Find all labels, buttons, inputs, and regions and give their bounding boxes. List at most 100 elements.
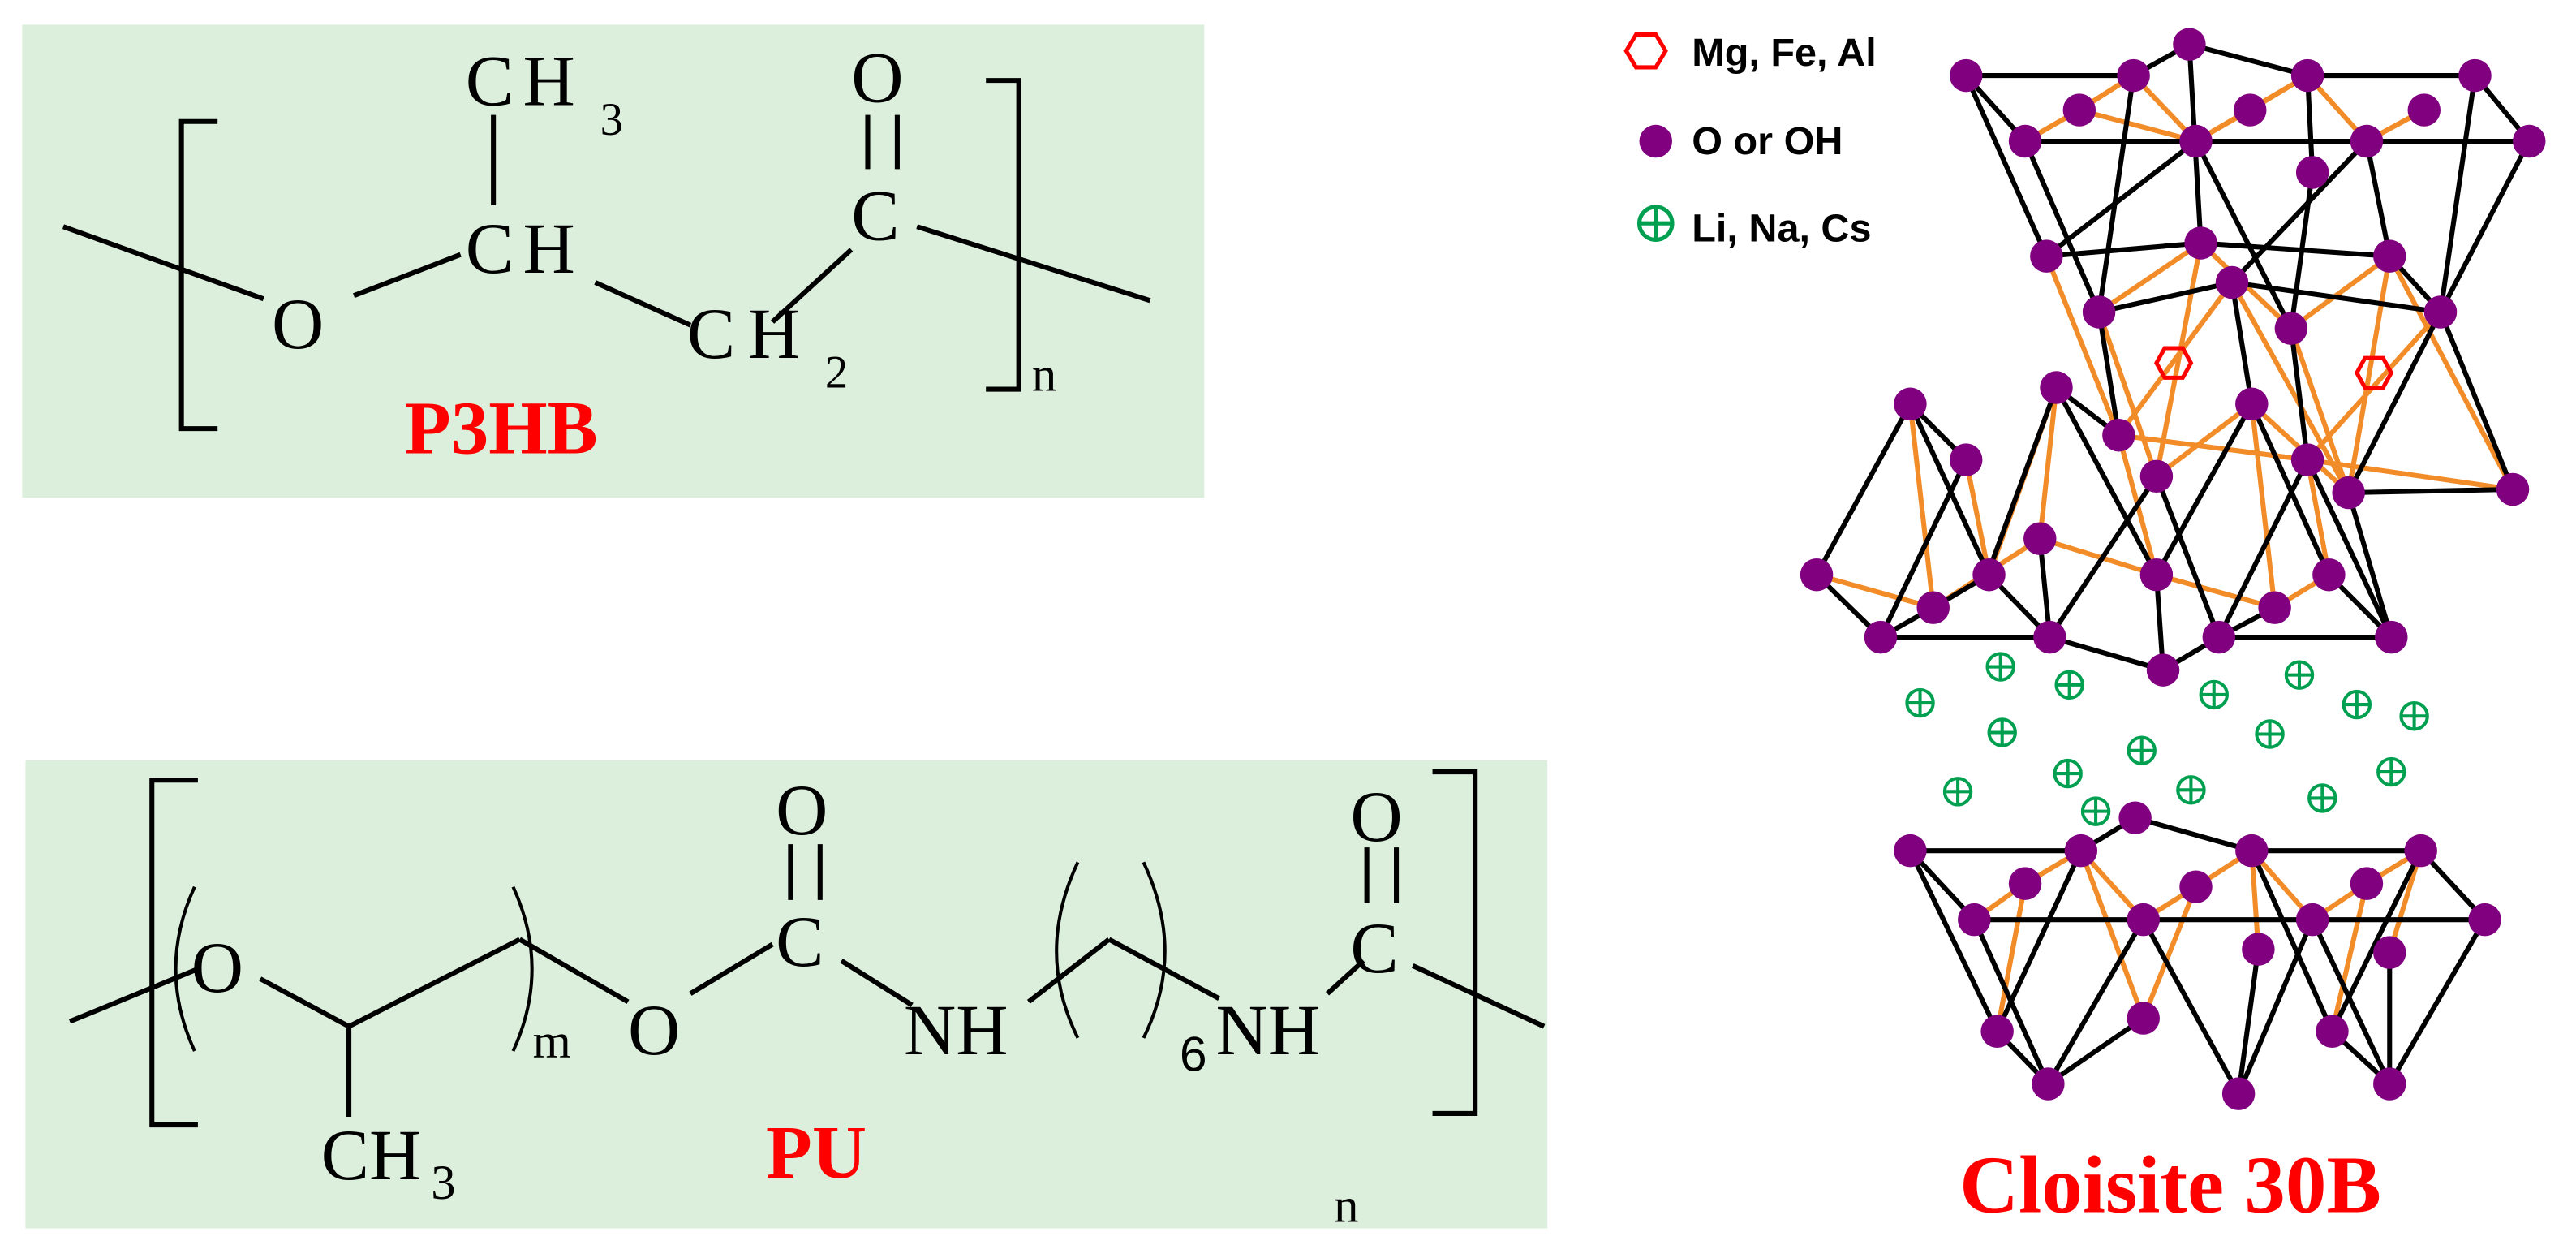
oxygen-dot-icon bbox=[2023, 522, 2057, 555]
p3hb-ch2-h: H bbox=[748, 295, 800, 374]
pu-left-bracket bbox=[149, 778, 198, 1128]
clay-metal-sites bbox=[2154, 346, 2394, 390]
oxygen-dot-icon bbox=[2235, 834, 2269, 868]
oxygen-dot-icon bbox=[2407, 93, 2441, 127]
oxygen-dot-icon bbox=[2030, 239, 2063, 273]
oxygen-dot-icon bbox=[2221, 1077, 2256, 1110]
oxygen-dot-icon bbox=[2215, 265, 2249, 299]
pu-nh-2: NH bbox=[1215, 991, 1320, 1071]
oxygen-dot-icon bbox=[2513, 124, 2546, 158]
cation-circle-plus-icon bbox=[2255, 719, 2285, 749]
oxygen-dot-icon bbox=[2350, 867, 2384, 900]
clay-label: Cloisite 30B bbox=[1959, 1139, 2381, 1230]
legend: Mg, Fe, Al O or OH Li, Na, Cs bbox=[1623, 31, 1877, 250]
clay-interlayer-cations bbox=[1905, 652, 2429, 826]
p3hb-structure: C H 3 O C C H O C H 2 n P3HB bbox=[22, 24, 1205, 498]
pu-parentheses bbox=[174, 861, 1167, 1052]
oxygen-dot-icon bbox=[2404, 834, 2437, 868]
oxygen-dot-icon bbox=[2350, 124, 2384, 158]
cation-circle-plus-icon bbox=[1942, 777, 1973, 807]
oxygen-dot-icon bbox=[2173, 28, 2206, 61]
p3hb-ch2-subscript: 2 bbox=[825, 348, 848, 399]
p3hb-ch3-subscript: 3 bbox=[600, 95, 623, 145]
pu-right-bracket bbox=[1432, 769, 1478, 1116]
cation-circle-plus-icon bbox=[2053, 758, 2083, 789]
oxygen-dot-icon bbox=[2118, 801, 2152, 834]
p3hb-bonds bbox=[62, 114, 1151, 328]
p3hb-ch2-c: C bbox=[687, 295, 735, 374]
pu-carbonyl-o-1: O bbox=[776, 771, 828, 851]
cation-circle-plus-icon bbox=[2080, 796, 2111, 826]
cation-circle-plus-icon bbox=[2176, 775, 2206, 805]
oxygen-dot-icon bbox=[2295, 903, 2329, 937]
pu-link-o: O bbox=[628, 991, 680, 1071]
p3hb-ch-c: C bbox=[466, 209, 514, 289]
p3hb-ch-h: H bbox=[523, 209, 575, 289]
oxygen-dot-icon bbox=[2235, 387, 2269, 421]
cation-circle-plus-icon bbox=[2342, 689, 2372, 720]
clay-black-bonds bbox=[1814, 41, 2531, 1096]
oxygen-dot-icon bbox=[2139, 459, 2174, 493]
oxygen-dot-icon bbox=[2008, 124, 2042, 158]
legend-label-oxygen: O or OH bbox=[1692, 119, 1843, 163]
clay-structure: Cloisite 30B bbox=[1800, 28, 2546, 1230]
pu-methylene-count: 6 bbox=[1180, 1026, 1207, 1081]
oxygen-dot-icon bbox=[2258, 591, 2291, 624]
p3hb-ether-o: O bbox=[272, 285, 324, 364]
pu-label: PU bbox=[766, 1111, 867, 1195]
oxygen-dot-icon bbox=[2458, 58, 2492, 93]
p3hb-carbonyl-c: C bbox=[851, 176, 899, 256]
cation-circle-plus-icon bbox=[2284, 660, 2315, 690]
metal-hexagon-icon bbox=[2354, 355, 2394, 390]
oxygen-dot-icon bbox=[2290, 443, 2324, 476]
oxygen-dot-icon bbox=[2274, 312, 2308, 345]
pu-carbonyl-c-1: C bbox=[776, 903, 824, 982]
oxygen-dot-icon bbox=[2033, 620, 2066, 654]
pu-structure: O m O O C NH 6 NH O C CH 3 n PU bbox=[25, 760, 1548, 1233]
metal-hexagon-icon bbox=[2154, 346, 2194, 380]
p3hb-repeat-subscript: n bbox=[1032, 348, 1056, 403]
cation-circle-plus-icon bbox=[2199, 679, 2229, 710]
oxygen-dot-icon bbox=[2316, 1015, 2349, 1048]
oxygen-dot-icon bbox=[2332, 476, 2365, 510]
oxygen-dot-icon bbox=[2290, 58, 2324, 93]
oxygen-dot-icon bbox=[2496, 472, 2530, 506]
oxygen-dot-icon bbox=[1958, 903, 1991, 937]
oxygen-dot-icon bbox=[2062, 93, 2096, 127]
p3hb-left-bracket bbox=[178, 118, 218, 432]
oxygen-dot-icon bbox=[2242, 933, 2275, 966]
p3hb-ch3-c: C bbox=[466, 42, 514, 122]
cation-circle-plus-icon bbox=[2307, 783, 2337, 813]
pu-carbonyl-c-2: C bbox=[1350, 909, 1398, 989]
cation-circle-plus-icon bbox=[2399, 701, 2429, 731]
oxygen-dot-icon bbox=[1894, 834, 1927, 868]
oxygen-dot-icon bbox=[1949, 443, 1983, 476]
oxygen-dot-icon bbox=[1800, 558, 1834, 592]
p3hb-label: P3HB bbox=[405, 386, 598, 470]
oxygen-dot-icon bbox=[2032, 1067, 2065, 1101]
oxygen-dot-icon bbox=[2179, 870, 2213, 903]
oxygen-dot-icon bbox=[2082, 295, 2116, 329]
oxygen-dot-icon bbox=[2373, 936, 2406, 969]
cation-circle-plus-icon bbox=[2054, 670, 2084, 700]
p3hb-panel bbox=[22, 24, 1205, 498]
pu-subscript-m: m bbox=[533, 1015, 571, 1069]
oxygen-dot-icon bbox=[2117, 58, 2150, 93]
oxygen-dot-icon bbox=[2234, 93, 2267, 127]
oxygen-dot-icon bbox=[2202, 620, 2236, 654]
oxygen-dot-icon bbox=[2139, 558, 2174, 592]
legend-label-metals: Mg, Fe, Al bbox=[1692, 31, 1876, 75]
oxygen-dot-icon bbox=[2184, 226, 2217, 260]
oxygen-dot-icon bbox=[1894, 387, 1927, 421]
oxygen-dot-icon bbox=[1916, 591, 1950, 624]
cation-circle-plus-icon bbox=[1985, 652, 2015, 682]
legend-label-cations: Li, Na, Cs bbox=[1692, 206, 1871, 250]
oxygen-dot-icon bbox=[1980, 1015, 2014, 1048]
oxygen-dot-icon bbox=[2064, 834, 2098, 868]
cation-circle-plus-icon bbox=[1905, 687, 1935, 718]
oxygen-dot-icon bbox=[2373, 239, 2406, 273]
oxygen-dot-icon bbox=[2295, 156, 2329, 189]
oxygen-dot-icon bbox=[2008, 867, 2042, 900]
clay-oxygen-atoms bbox=[1800, 28, 2546, 1110]
